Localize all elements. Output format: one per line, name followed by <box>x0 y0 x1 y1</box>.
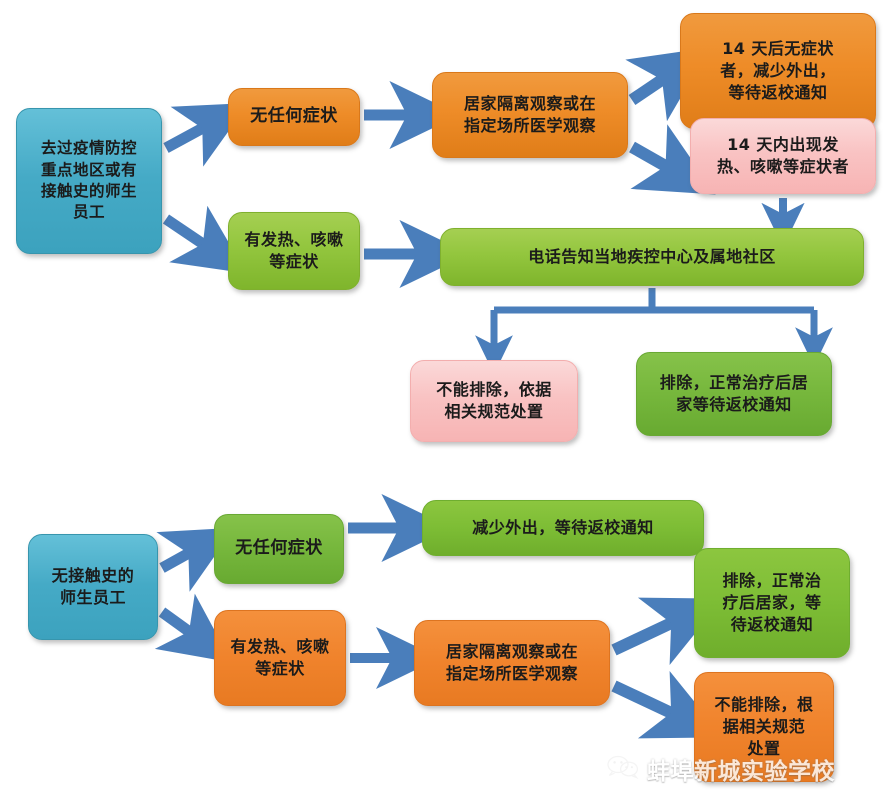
arrow-start2-to-symptoms2 <box>154 593 232 663</box>
arrow-start-to-symptoms <box>162 205 247 274</box>
arrow-start-to-no-symptoms <box>163 103 249 167</box>
start-no-contact-history: 无接触史的 师生员工 <box>28 534 158 640</box>
start-contact-history: 去过疫情防控 重点地区或有 接触史的师生 员工 <box>16 108 162 254</box>
fever-cough-symptoms: 有发热、咳嗽 等症状 <box>228 212 360 290</box>
ruled-out-home-wait: 排除，正常治疗后居 家等待返校通知 <box>636 352 832 436</box>
ruled-out-home-wait-2: 排除，正常治 疗后居家，等 待返校通知 <box>694 548 850 658</box>
call-local-cdc: 电话告知当地疾控中心及属地社区 <box>440 228 864 286</box>
no-symptoms: 无任何症状 <box>228 88 360 146</box>
after-14-days-no-symptoms: 14 天后无症状 者，减少外出， 等待返校通知 <box>680 13 876 129</box>
arrow-isolation-to-symptoms-14d <box>629 124 716 195</box>
cannot-rule-out: 不能排除，依据 相关规范处置 <box>410 360 578 442</box>
within-14-days-symptoms: 14 天内出现发 热、咳嗽等症状者 <box>690 118 876 194</box>
arrow-start2-to-no-symptoms2 <box>156 527 235 592</box>
fever-cough-symptoms-2: 有发热、咳嗽 等症状 <box>214 610 346 706</box>
wechat-icon <box>606 754 640 784</box>
arrow-isolation2-to-ruled-out2 <box>611 597 724 665</box>
arrow-isolation-to-no-symptoms-14d <box>625 47 710 122</box>
home-isolation-observation: 居家隔离观察或在 指定场所医学观察 <box>432 72 628 158</box>
reduce-outings-wait: 减少外出，等待返校通知 <box>422 500 704 556</box>
cannot-rule-out-2: 不能排除，根 据相关规范 处置 <box>694 672 834 782</box>
arrow-isolation2-to-cannot-rule-out2 <box>611 671 724 739</box>
no-symptoms-2: 无任何症状 <box>214 514 344 584</box>
home-isolation-observation-2: 居家隔离观察或在 指定场所医学观察 <box>414 620 610 706</box>
